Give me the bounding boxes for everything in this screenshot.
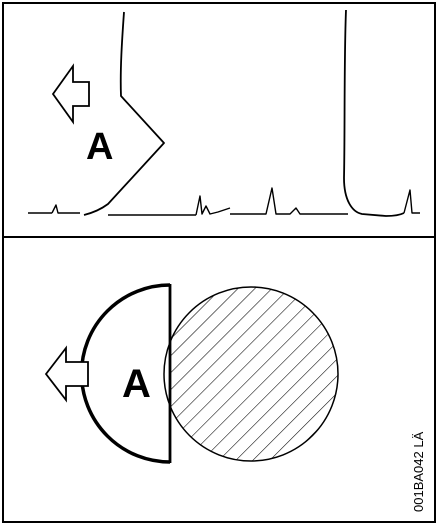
trunk-left-edge: [84, 12, 164, 215]
notch-label-a: A: [86, 128, 113, 166]
notch-label-a: A: [122, 364, 151, 404]
felling-direction-arrow-icon: [53, 66, 89, 122]
top-panel: [28, 10, 420, 216]
bottom-panel: [46, 280, 345, 470]
trunk-right-edge: [344, 10, 404, 216]
ground-line: [28, 188, 420, 215]
figure-reference-code: 001BA042 LÄ: [411, 432, 426, 512]
